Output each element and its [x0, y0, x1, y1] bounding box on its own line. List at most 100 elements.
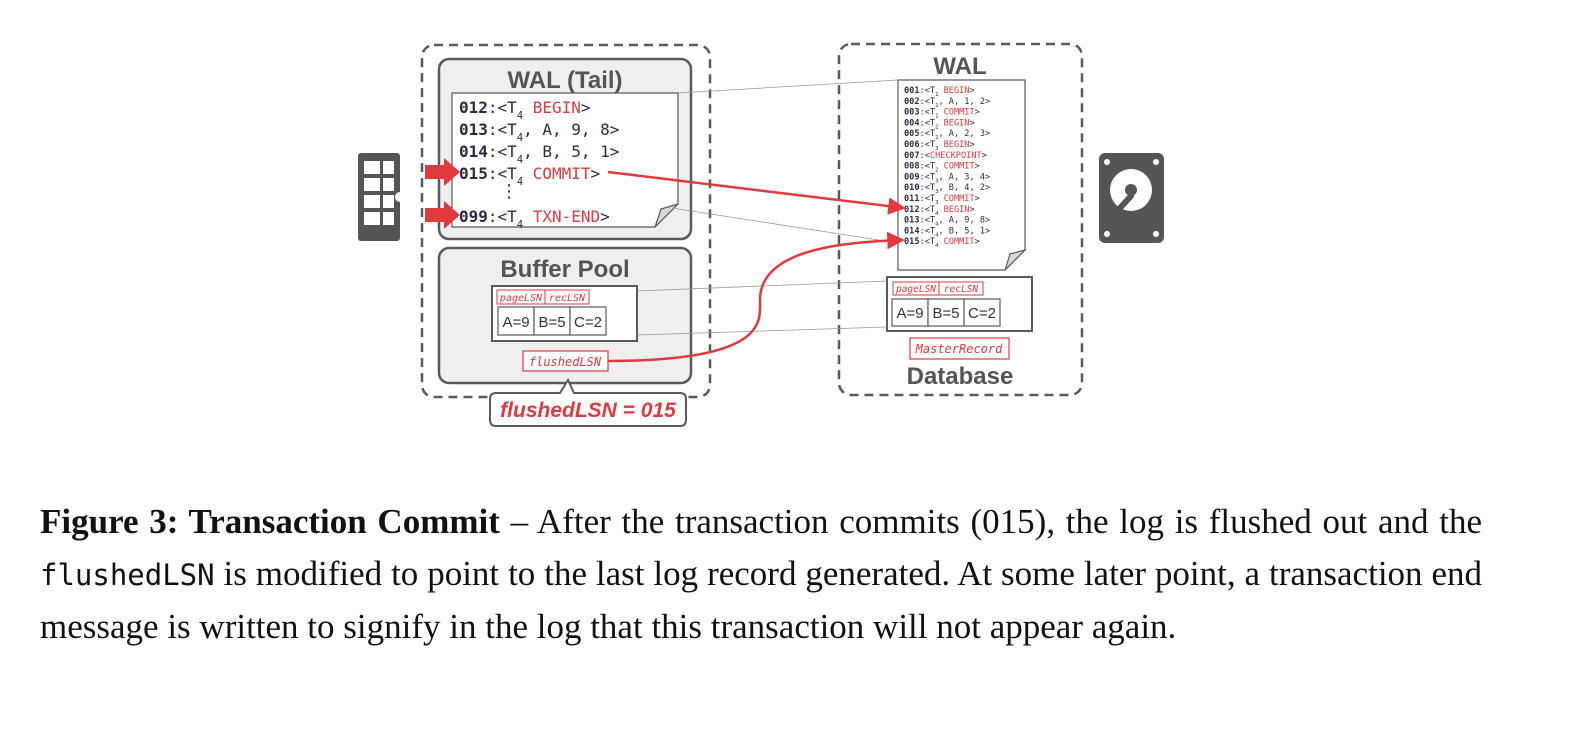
log-record-body: , A, 2, 3	[938, 129, 985, 139]
log-record-lsn: 011	[904, 194, 920, 204]
log-record: 099:<T4 TXN-END>	[459, 207, 610, 231]
log-record-colon: :	[488, 120, 498, 139]
log-record: 006:<T3 BEGIN>	[904, 140, 975, 152]
buffer-cell-b	[533, 306, 571, 336]
transaction-commit-diagram: WAL (Tail) 012:<T4 BEGIN>013:<T4, A, 9, …	[358, 42, 1164, 427]
log-record-sub: 1	[935, 114, 938, 120]
log-record-tail: >	[975, 237, 980, 247]
log-record-body: , B, 4, 2	[938, 183, 985, 193]
log-record-body: TXN-END	[523, 207, 600, 226]
log-record-lsn: 013	[459, 120, 488, 139]
log-record-sub: 2	[935, 124, 938, 130]
log-record-body: BEGIN	[938, 86, 969, 96]
mapping-lines	[636, 79, 899, 336]
log-record-sub: 4	[935, 211, 939, 217]
log-record-sub: 4	[935, 243, 939, 249]
log-record-tail: >	[985, 129, 990, 139]
log-record-sub: 1	[935, 92, 938, 98]
figure-caption: Figure 3: Transaction Commit – After the…	[40, 496, 1482, 653]
log-record-sub: 4	[517, 219, 523, 231]
log-record-body: BEGIN	[938, 118, 969, 128]
log-record-tail: >	[975, 194, 980, 204]
log-record-sub: 1	[935, 103, 938, 109]
log-record: 008:<T2 COMMIT>	[904, 162, 980, 174]
wal-bottom-mapping-line	[671, 207, 899, 244]
log-record-body: BEGIN	[938, 205, 969, 215]
log-record-lsn: 005	[904, 129, 920, 139]
database-cell-b-text: B=5	[932, 305, 959, 322]
log-record-body: , A, 9, 8	[523, 120, 610, 139]
flushed-lsn-pointer-arrow	[607, 231, 905, 363]
log-record-lsn: 007	[904, 151, 920, 161]
log-record-colon: :	[920, 194, 925, 204]
log-record-sub: 4	[517, 110, 523, 122]
log-record-tail: >	[982, 151, 987, 161]
log-record-body: , A, 3, 4	[938, 172, 985, 182]
log-record-body: COMMIT	[523, 164, 591, 183]
log-record: 013:<T4, A, 9, 8>	[459, 120, 619, 144]
log-record-lsn: 003	[904, 108, 920, 118]
buffer-pool-title: Buffer Pool	[500, 256, 629, 283]
log-record-head: <T	[925, 140, 935, 150]
log-record-lsn: 010	[904, 183, 920, 193]
log-record-sub: 4	[935, 222, 939, 228]
log-record-colon: :	[920, 216, 925, 226]
buffer-cell-a-text: A=9	[502, 314, 529, 331]
flushed-lsn-callout	[489, 377, 687, 427]
log-record: 014:<T4, B, 5, 1>	[904, 226, 990, 238]
log-record-lsn: 015	[904, 237, 920, 247]
database-rec-lsn-box	[938, 281, 984, 296]
buffer-cells: A=9 B=5 C=2	[497, 306, 607, 336]
disk-wal-records: 001:<T1 BEGIN>002:<T1, A, 1, 2>003:<T1 C…	[904, 86, 990, 249]
ram-chip-icon	[358, 153, 405, 241]
log-record: 014:<T4, B, 5, 1>	[459, 142, 619, 166]
log-record-body: BEGIN	[938, 140, 969, 150]
database-cell-a-text: A=9	[896, 305, 923, 322]
wal-tail-records: 012:<T4 BEGIN>013:<T4, A, 9, 8>014:<T4, …	[459, 98, 619, 231]
commit-flush-arrow	[607, 170, 906, 215]
log-record-colon: :	[920, 97, 925, 107]
log-record: 001:<T1 BEGIN>	[904, 86, 975, 98]
log-record: 002:<T1, A, 1, 2>	[904, 97, 990, 109]
caption-text-1: After the transaction commits (015), the…	[536, 502, 1482, 541]
log-record: 015:<T4 COMMIT>	[459, 164, 600, 188]
buffer-page-lsn: pageLSN	[499, 293, 543, 304]
database-page-lsn: pageLSN	[895, 284, 936, 295]
log-record-sub: 4	[935, 232, 939, 238]
log-record: 005:<T2, A, 2, 3>	[904, 129, 990, 141]
log-record-colon: :	[488, 207, 498, 226]
log-record-colon: :	[488, 142, 498, 161]
log-record-tail: >	[610, 142, 620, 161]
log-record-head: <T	[925, 216, 935, 226]
log-record-tail: >	[591, 164, 601, 183]
log-record-colon: :	[488, 164, 498, 183]
disk-wal-page-fold	[1004, 248, 1028, 271]
log-record-body: , B, 5, 1	[523, 142, 610, 161]
log-record-body: , A, 9, 8	[938, 216, 985, 226]
txn-end-pointer-arrow	[425, 201, 460, 229]
log-record: 012:<T4 BEGIN>	[459, 98, 591, 122]
log-record-head: <T	[925, 183, 935, 193]
log-record-body: CHECKPOINT	[930, 151, 982, 161]
master-record-label: MasterRecord	[915, 342, 1003, 356]
log-record-tail: >	[969, 140, 974, 150]
log-record-colon: :	[920, 151, 925, 161]
log-record-lsn: 012	[459, 98, 488, 117]
log-record-lsn: 014	[904, 226, 920, 236]
log-record-colon: :	[920, 162, 925, 172]
log-record-colon: :	[920, 205, 925, 215]
database-cell-b	[927, 298, 965, 327]
log-record-colon: :	[920, 118, 925, 128]
log-record-body: COMMIT	[938, 194, 974, 204]
log-record-tail: >	[985, 183, 990, 193]
log-record-sub: 2	[935, 168, 938, 174]
log-record-head: <T	[498, 120, 518, 139]
flushed-lsn-label: flushedLSN	[529, 355, 602, 369]
log-record-body: COMMIT	[938, 162, 974, 172]
caption-dash: –	[499, 502, 537, 541]
log-record-lsn: 001	[904, 86, 920, 96]
log-record-tail: >	[969, 118, 974, 128]
wal-tail-ellipsis: ⋮	[500, 181, 518, 201]
log-record-tail: >	[610, 120, 620, 139]
log-record-tail: >	[969, 205, 974, 215]
